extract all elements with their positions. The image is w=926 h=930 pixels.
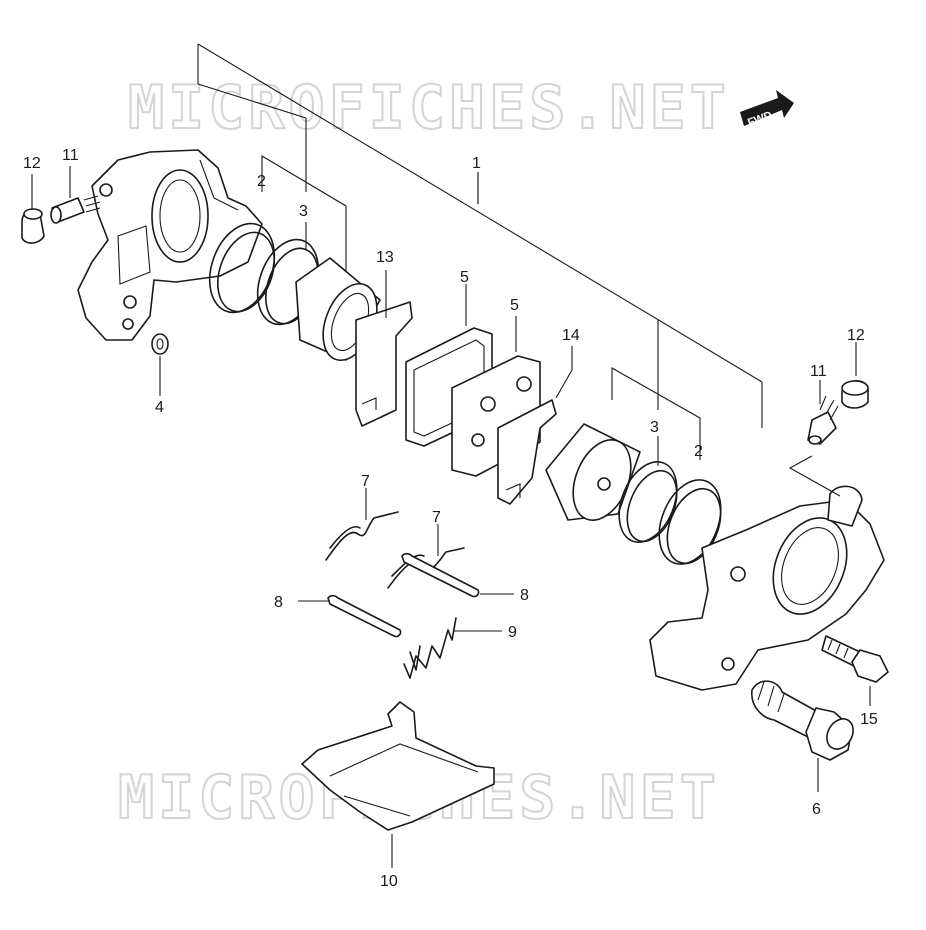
callout-8-a: 8 [274,594,283,611]
callout-15: 15 [860,711,878,728]
callout-5-a: 5 [460,269,469,286]
callout-2-left: 2 [257,173,266,190]
bleeder-screw-left [50,195,101,224]
callout-3-left: 3 [299,203,308,220]
bleeder-guide-line [788,455,841,497]
callout-7-b: 7 [432,509,441,526]
callout-3-right: 3 [650,419,659,436]
callout-9: 9 [508,624,517,641]
callout-5-b: 5 [510,297,519,314]
callout-7-a: 7 [361,473,370,490]
bleeder-cap-left [21,208,45,244]
pad-cover-plate-10 [301,701,495,831]
callout-11-right: 11 [810,363,827,380]
mounting-bolt-6 [751,680,854,761]
pad-spring-9 [403,617,457,679]
left-caliper-body [77,149,263,341]
fwd-arrow-badge: FWD [740,90,794,129]
callout-13: 13 [376,249,394,266]
piston-seal-right [658,479,722,565]
callout-12-left: 12 [23,155,41,172]
pad-spring-7a [325,511,399,561]
callout-2-right: 2 [694,443,703,460]
right-caliper-body [649,485,885,691]
pad-shim-14 [497,399,557,505]
pad-shim-13 [355,301,413,427]
callout-11-left: 11 [62,147,79,164]
piston-right [545,423,641,521]
watermark-top: MICROFICHES.NET [128,73,730,143]
leader-lines [31,155,871,868]
washer [151,333,169,355]
callout-4: 4 [155,399,164,416]
callout-12-right: 12 [847,327,865,344]
callout-10: 10 [380,873,398,890]
callout-14: 14 [562,327,580,344]
callout-1: 1 [472,155,481,172]
mounting-bolt-15 [821,635,889,683]
assembly-bracket [197,43,763,428]
bleeder-screw-right [807,395,839,445]
callout-8-b: 8 [520,587,529,604]
pad-pin-8a [327,594,402,638]
piston-seal-left [208,222,276,314]
pad-pin-8b [401,552,480,598]
bleeder-cap-right [841,380,869,409]
callout-6: 6 [812,801,821,818]
